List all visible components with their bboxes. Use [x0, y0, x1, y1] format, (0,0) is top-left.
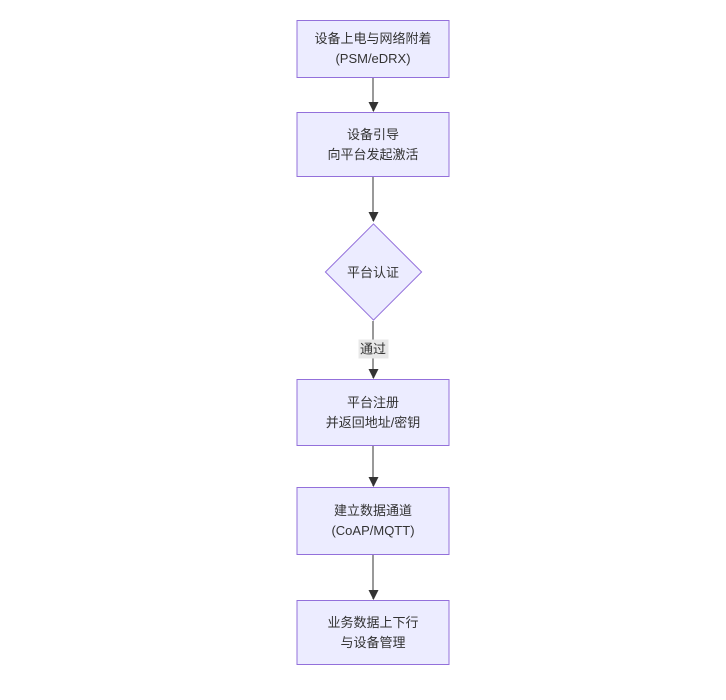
- node-platform-auth: 平台认证: [322, 222, 424, 321]
- node-power-attach: 设备上电与网络附着 (PSM/eDRX): [296, 20, 450, 78]
- node-business-data: 业务数据上下行 与设备管理: [296, 600, 450, 665]
- flowchart-column: 设备上电与网络附着 (PSM/eDRX) 设备引导 向平台发起激活 平台认证 通…: [296, 20, 450, 665]
- edge-line: [372, 446, 374, 486]
- node-data-channel: 建立数据通道 (CoAP/MQTT): [296, 487, 450, 555]
- node-label-line: (PSM/eDRX): [335, 51, 411, 66]
- edge-line: [372, 555, 374, 599]
- edge-line: [372, 177, 374, 221]
- node-label-line: 平台注册: [346, 394, 399, 410]
- edge-line: [372, 78, 374, 111]
- node-label-line: 向平台发起激活: [327, 146, 419, 162]
- arrowhead-down-icon: [368, 102, 378, 112]
- node-label-line: (CoAP/MQTT): [331, 523, 415, 538]
- arrowhead-down-icon: [368, 212, 378, 222]
- edge-bootstrap-to-auth: [366, 177, 380, 222]
- node-label-line: 建立数据通道: [333, 503, 412, 518]
- edge-power-attach-to-bootstrap: [366, 78, 380, 112]
- node-label-line: 设备引导: [346, 126, 399, 142]
- node-bootstrap: 设备引导 向平台发起激活: [296, 112, 450, 177]
- arrowhead-down-icon: [368, 477, 378, 487]
- node-label-line: 并返回地址/密钥: [325, 414, 421, 430]
- node-label-line: 平台认证: [346, 265, 399, 280]
- edge-label-pass: 通过: [357, 339, 389, 359]
- node-label-line: 与设备管理: [340, 634, 406, 650]
- node-label-line: 设备上电与网络附着: [314, 31, 432, 46]
- edge-register-to-channel: [366, 446, 380, 487]
- node-label-line: 业务数据上下行: [327, 614, 419, 630]
- edge-channel-to-business: [366, 555, 380, 600]
- node-platform-register: 平台注册 并返回地址/密钥: [296, 379, 450, 446]
- arrowhead-down-icon: [368, 369, 378, 379]
- arrowhead-down-icon: [368, 590, 378, 600]
- edge-auth-to-register: 通过: [357, 321, 389, 379]
